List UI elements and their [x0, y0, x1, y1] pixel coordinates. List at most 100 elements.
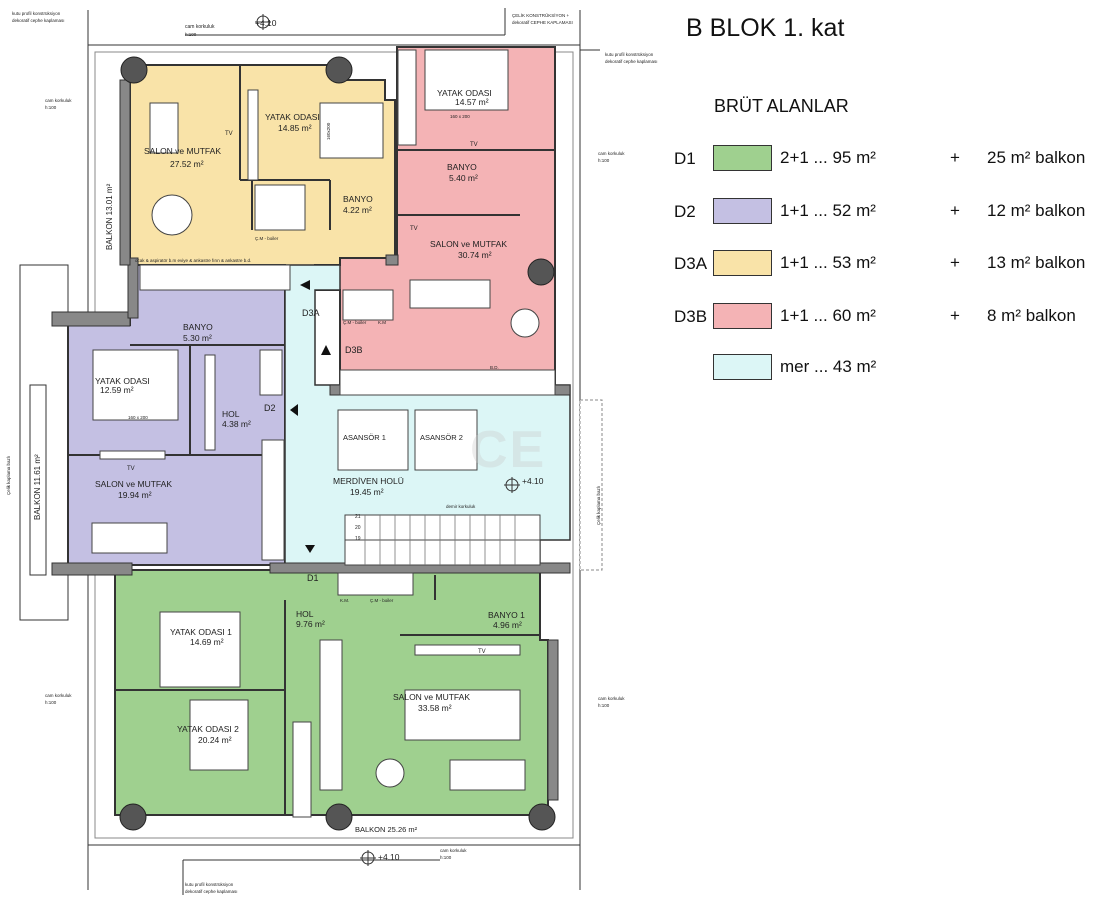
legend-desc: 1+1 ... 53 m²: [780, 253, 876, 272]
d3a-tv: TV: [225, 131, 233, 137]
d1-bed1-label: YATAK ODASI 1: [170, 627, 232, 637]
tv-unit-d1: [414, 644, 521, 656]
stair-treads: [364, 515, 516, 565]
wardrobe-d2: [204, 354, 216, 451]
rug-d1: [404, 689, 521, 741]
legend-swatch: [713, 198, 772, 224]
legend-balcony: 8 m² balkon: [987, 306, 1076, 325]
sofa-d3b: [409, 279, 491, 309]
legend-plus: +: [950, 201, 960, 220]
lift-2-label: ASANSÖR 2: [420, 433, 463, 442]
d2-bed-size: 160 x 200: [128, 415, 148, 420]
stair-step-21: 21: [355, 514, 361, 520]
legend-desc: 1+1 ... 60 m²: [780, 306, 876, 325]
sofa-d3a: [149, 102, 179, 154]
legend-balcony: 13 m² balkon: [987, 253, 1086, 272]
d3a-balcony-label: BALKON 13.01 m²: [105, 183, 114, 250]
steel-note-2: dekoratif CEPHE KAPLAMASI: [512, 20, 573, 25]
stair-hall-area: 19.45 m²: [350, 487, 384, 497]
d3b-bed-size: 160 x 200: [450, 114, 470, 119]
entry-arrows: [290, 280, 331, 553]
sofa-d2: [91, 522, 168, 554]
elevator-1: [337, 409, 409, 471]
d1-bath-label: BANYO 1: [488, 610, 525, 620]
d3b-tag: D3B: [345, 345, 363, 355]
wardrobe-d3a: [247, 89, 259, 181]
legend-row-d1: D1 2+1 ... 95 m² + 25 m² balkon: [674, 145, 1094, 173]
furniture: [91, 49, 556, 818]
legend-plus: +: [950, 148, 960, 167]
legend-desc: 2+1 ... 95 m²: [780, 148, 876, 167]
lift-1-label: ASANSÖR 1: [343, 433, 386, 442]
stair-railing: demir korkuluk: [446, 504, 476, 509]
shaft-d1: [337, 572, 414, 596]
d3a-salon-label: SALON ve MUTFAK: [144, 146, 221, 156]
watermark: CE: [470, 421, 547, 479]
legend-code: D3A: [674, 254, 708, 273]
legend-desc: mer ... 43 m²: [780, 357, 877, 376]
d1-tag: D1: [307, 573, 319, 583]
floor-plan: SALON ve MUTFAK 27.52 m² YATAK ODASI 14.…: [6, 8, 658, 895]
d1-hol-area: 9.76 m²: [296, 619, 325, 629]
stairwell: [337, 409, 541, 566]
facade-note-left: Çelik kaplama bazlı: [6, 456, 11, 495]
d2-hol-label: HOL: [222, 409, 240, 419]
d2-tv: TV: [127, 466, 135, 472]
d3a-bath-label: BANYO: [343, 194, 373, 204]
legend-balcony: 25 m² balkon: [987, 148, 1086, 167]
shaft-d3a: [254, 184, 306, 231]
profile-note-2: dekoratif cephe kaplaması: [12, 18, 65, 23]
bottom-profile-note-2: dekoratif cephe kaplaması: [185, 889, 238, 894]
legend-code: D1: [674, 149, 696, 168]
plan-title: B BLOK 1. kat: [686, 14, 845, 42]
d3b-salon-label: SALON ve MUTFAK: [430, 239, 507, 249]
legend-code: D3B: [674, 307, 708, 326]
structural-walls: [51, 79, 571, 801]
partitions: [68, 65, 555, 815]
d2-bath-label: BANYO: [183, 322, 213, 332]
kitchen-d3a: [139, 264, 291, 291]
legend-swatch: [713, 250, 772, 276]
wardrobe-d3b: [397, 49, 417, 146]
side-glass-note: cam korkuluk: [45, 98, 72, 103]
legend-row-d2: D2 1+1 ... 52 m² + 12 m² balkon: [674, 198, 1094, 226]
d3a-kitchen-notes: ocak & aspiratör b.m eviye & ankastre fı…: [135, 258, 251, 263]
d3a-bath-area: 4.22 m²: [343, 205, 372, 215]
d2-salon-label: SALON ve MUTFAK: [95, 479, 172, 489]
d2-bed-label: YATAK ODASI: [95, 376, 150, 386]
legend-swatch: [713, 303, 772, 329]
legend-code: D2: [674, 202, 696, 221]
d3b-salon-area: 30.74 m²: [458, 250, 492, 260]
d1-bed1-area: 14.69 m²: [190, 637, 224, 647]
d3b-boiler: Ç.M - boiler: [343, 320, 367, 325]
d1-salon-area: 33.58 m²: [418, 703, 452, 713]
legend-row-common: mer ... 43 m²: [674, 354, 1094, 382]
bed-d3a: [319, 102, 384, 159]
stair-level: +4.10: [522, 476, 544, 486]
wardrobe-d1: [292, 721, 312, 818]
stair-step-20: 20: [355, 525, 361, 531]
profile-note-right: kutu profil konstrüksiyon: [605, 52, 654, 57]
level-markers: [255, 14, 520, 866]
d1-balcony-label: BALKON 25.26 m²: [355, 825, 418, 834]
legend-row-d3b: D3B 1+1 ... 60 m² + 8 m² balkon: [674, 303, 1094, 331]
d3b-bd: B.D.: [490, 365, 499, 370]
legend-desc: 1+1 ... 52 m²: [780, 201, 876, 220]
side-glass-h-lower-right: h:100: [598, 703, 610, 708]
d2-balcony-label: BALKON 11.61 m²: [33, 454, 42, 520]
legend-heading: BRÜT ALANLAR: [714, 96, 849, 116]
stair-step-19: 19: [355, 536, 361, 542]
d2-balcony-rail: [29, 384, 47, 576]
d2-bath-area: 5.30 m²: [183, 333, 212, 343]
d1-bath-area: 4.96 m²: [493, 620, 522, 630]
d1-salon-label: SALON ve MUTFAK: [393, 692, 470, 702]
d3a-boiler: Ç.M - boiler: [255, 236, 279, 241]
top-rail-note: cam korkuluk: [185, 24, 215, 30]
stair-hall-label: MERDİVEN HOLÜ: [333, 476, 404, 486]
d3a-salon-area: 27.52 m²: [170, 159, 204, 169]
dining-tables: [151, 194, 540, 788]
d1-km: K.M.: [340, 598, 349, 603]
profile-note: kutu profil konstrüksiyon: [12, 11, 61, 16]
profile-note-right-2: dekoratif cephe kaplaması: [605, 59, 658, 64]
side-glass-note-lower-right: cam korkuluk: [598, 696, 625, 701]
